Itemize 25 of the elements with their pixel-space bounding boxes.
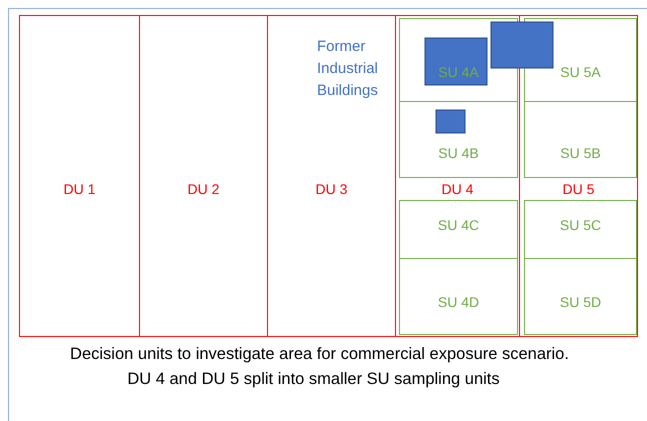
buildings-label: Former Industrial Buildings	[316, 37, 379, 101]
decision-unit-box	[267, 15, 396, 337]
caption-text: Decision units to investigate area for commercial exposure scenario.	[70, 344, 569, 365]
unit-label: SU 4C	[438, 217, 480, 233]
sampling-unit-box	[399, 101, 518, 178]
unit-label: SU 5C	[560, 217, 602, 233]
unit-label: DU 2	[188, 181, 220, 197]
unit-label: SU 5D	[560, 294, 602, 310]
sampling-unit-box	[524, 101, 637, 178]
unit-label: DU 5	[562, 181, 594, 197]
unit-label: SU 4D	[438, 294, 480, 310]
caption-text: DU 4 and DU 5 split into smaller SU sampling units	[127, 369, 500, 390]
unit-label: DU 1	[64, 181, 96, 197]
unit-label: SU 5A	[560, 64, 601, 80]
sampling-unit-box	[399, 258, 518, 335]
unit-label: SU 4B	[438, 145, 479, 161]
sampling-unit-box	[524, 258, 637, 335]
decision-unit-box	[139, 15, 268, 337]
unit-label: SU 4A	[438, 64, 479, 80]
decision-unit-box	[19, 15, 140, 337]
unit-label: SU 5B	[560, 145, 601, 161]
sampling-unit-box	[524, 200, 637, 259]
unit-label: DU 3	[316, 181, 348, 197]
sampling-unit-box	[399, 200, 518, 259]
unit-label: DU 4	[442, 181, 474, 197]
